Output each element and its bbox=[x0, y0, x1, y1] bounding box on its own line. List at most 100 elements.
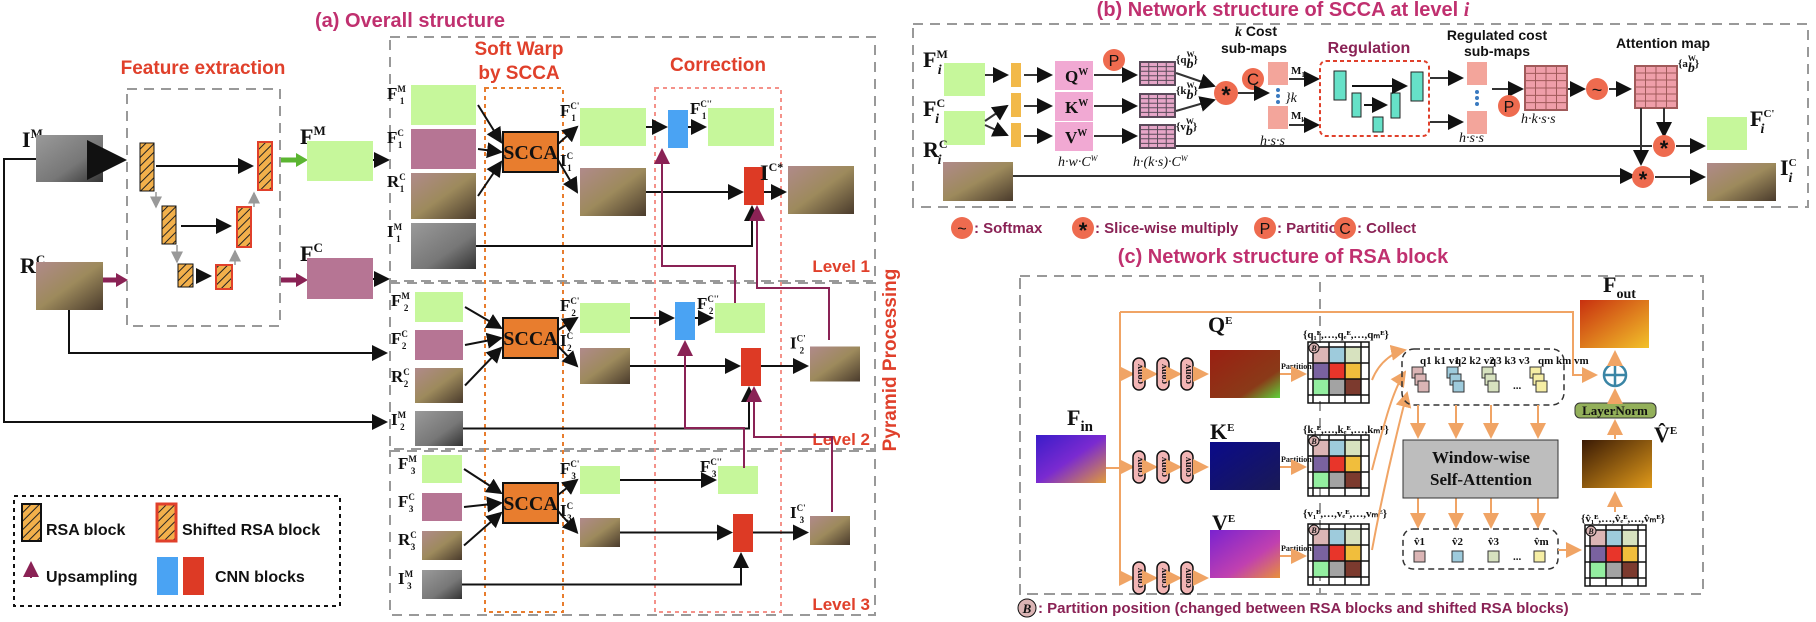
panel-c-rsa-structure: (c) Network structure of RSA block Fin c… bbox=[1017, 246, 1704, 618]
upsampling-arrow bbox=[749, 205, 830, 340]
upsampling-arrow bbox=[654, 148, 736, 303]
scca-fc-block bbox=[944, 111, 985, 145]
qkv-token bbox=[1487, 380, 1500, 393]
legend-op-glyph: P bbox=[1260, 221, 1271, 238]
arrow bbox=[1175, 96, 1216, 112]
qkv-group-label: q1 k1 v1 bbox=[1420, 355, 1460, 367]
correction-label: Correction bbox=[670, 55, 766, 76]
arrow bbox=[557, 316, 579, 333]
vhat-token-label: v̂1 bbox=[1414, 536, 1425, 548]
legend-op-glyph: ~ bbox=[957, 221, 966, 238]
upsampling-arrow bbox=[677, 340, 745, 468]
vhat-grid: B bbox=[1584, 524, 1647, 587]
grid-cell bbox=[1313, 363, 1329, 379]
curve-arrow bbox=[1371, 391, 1412, 551]
qkv-token bbox=[1452, 380, 1465, 393]
regulated-header-1: Regulated cost bbox=[1447, 27, 1548, 43]
scca-label: SCCA bbox=[503, 328, 558, 350]
vhat-token-label: v̂m bbox=[1534, 536, 1549, 548]
grid-cell bbox=[1313, 561, 1329, 577]
conv-label: conv bbox=[1159, 364, 1170, 384]
legend-op-label: : Slice-wise multiply bbox=[1095, 220, 1239, 237]
level-3-fcpp-block bbox=[718, 466, 758, 494]
arrow bbox=[557, 510, 579, 534]
legend-upsampling-label: Upsampling bbox=[46, 569, 138, 586]
k-brace: }k bbox=[1285, 91, 1298, 106]
grid-cell bbox=[1345, 347, 1361, 363]
fin-image bbox=[1036, 435, 1106, 483]
grid-cell bbox=[1606, 546, 1622, 562]
level-3-rc-block bbox=[422, 531, 462, 560]
legend-op-glyph: C bbox=[1339, 221, 1351, 238]
level-2-fc-block bbox=[415, 330, 463, 360]
input-color-reference-image bbox=[36, 262, 103, 310]
scca-output-ic-image bbox=[1707, 163, 1776, 201]
hkss-label: h·k·s·s bbox=[1521, 112, 1556, 127]
scca-label: SCCA bbox=[503, 142, 558, 164]
cnn-red-block bbox=[741, 348, 761, 386]
arrow bbox=[477, 160, 503, 197]
feature-fc-block bbox=[307, 258, 373, 299]
rsa-block bbox=[161, 205, 177, 245]
pyramid-processing-label: Pyramid Processing bbox=[880, 269, 901, 452]
panel-c-box-full bbox=[1019, 275, 1704, 595]
legend-op-label: : Softmax bbox=[974, 220, 1043, 237]
partition-grids: BBB bbox=[1307, 341, 1370, 586]
vw-block bbox=[1055, 122, 1093, 151]
im-skip-line bbox=[3, 158, 388, 430]
level-3-fc-block bbox=[422, 493, 462, 521]
vhat-token bbox=[1533, 550, 1546, 563]
panel-c-title: (c) Network structure of RSA block bbox=[1118, 246, 1449, 268]
curve-arrow bbox=[1371, 344, 1407, 381]
grid-cell bbox=[1622, 530, 1638, 546]
grid-cell bbox=[1606, 562, 1622, 578]
grid-cell bbox=[1313, 456, 1329, 472]
qe-label: QE bbox=[1208, 312, 1232, 337]
regulation-box bbox=[1319, 60, 1430, 137]
feature-extraction-label: Feature extraction bbox=[121, 58, 286, 79]
level-1-rc-block bbox=[411, 173, 476, 219]
level-1-label: Level 1 bbox=[812, 257, 870, 276]
conv-label: conv bbox=[1183, 457, 1194, 477]
grid-cell bbox=[1329, 529, 1345, 545]
correction-region bbox=[654, 87, 782, 613]
panel-a-overall-structure: (a) Overall structure Feature extraction… bbox=[3, 10, 901, 616]
arrow bbox=[464, 346, 503, 387]
panel-a-title: (a) Overall structure bbox=[315, 10, 505, 32]
attention-grid bbox=[1634, 65, 1678, 109]
level-1-fcp-block bbox=[580, 108, 646, 146]
legend-cnn-blue-swatch bbox=[157, 557, 178, 595]
grid-cell bbox=[1345, 456, 1361, 472]
ke-image bbox=[1210, 442, 1280, 490]
grid-cell bbox=[1329, 561, 1345, 577]
scca-block bbox=[502, 317, 559, 359]
conv-label: conv bbox=[1183, 568, 1194, 588]
arrow bbox=[557, 478, 579, 496]
grid-cell bbox=[1313, 545, 1329, 561]
scca-reference-image bbox=[943, 162, 1013, 201]
panel-b-scca-structure: (b) Network structure of SCCA at level i… bbox=[912, 0, 1809, 243]
scca-label: SCCA bbox=[503, 493, 558, 515]
qkv-token bbox=[1535, 380, 1548, 393]
m1-label: M1 bbox=[1291, 65, 1305, 79]
conv-bar bbox=[1011, 93, 1021, 117]
scca-block bbox=[502, 482, 559, 524]
partition-position-glyph: B bbox=[1310, 526, 1317, 535]
ellipsis-dot bbox=[1475, 102, 1479, 106]
regulation-block bbox=[1372, 116, 1384, 133]
window-self-attention-block bbox=[1402, 439, 1559, 499]
vhat-token-label: v̂2 bbox=[1452, 536, 1464, 548]
grid-cell bbox=[1606, 530, 1622, 546]
